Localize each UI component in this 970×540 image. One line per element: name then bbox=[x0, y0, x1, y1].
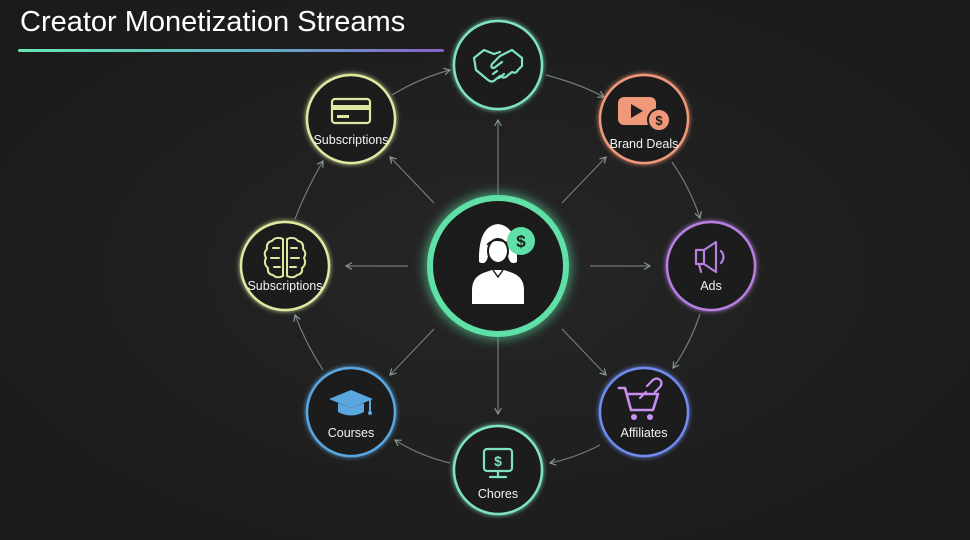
node-chores[interactable]: $ Chores bbox=[452, 424, 544, 516]
node-brand-deals-label: Brand Deals bbox=[610, 137, 679, 151]
node-ads-label: Ads bbox=[700, 279, 722, 293]
node-ads[interactable]: Ads bbox=[665, 220, 757, 312]
svg-text:$: $ bbox=[494, 453, 502, 469]
node-handshake[interactable] bbox=[452, 19, 544, 111]
ring-arrow-3 bbox=[672, 313, 701, 369]
node-subscriptions-card[interactable]: Subscriptions bbox=[305, 73, 397, 165]
svg-text:$: $ bbox=[516, 232, 526, 251]
spoke-bottom-left bbox=[389, 328, 435, 376]
ring-arrow-7 bbox=[294, 159, 324, 220]
graduation-cap-icon bbox=[329, 390, 373, 416]
title-underline bbox=[18, 49, 444, 52]
node-chores-label: Chores bbox=[478, 487, 518, 501]
node-subscriptions-card-label: Subscriptions bbox=[313, 133, 388, 147]
spoke-top-left bbox=[389, 156, 435, 204]
center-hub[interactable]: $ bbox=[427, 195, 569, 337]
ring-arrow-8 bbox=[391, 67, 452, 96]
ring-arrow-4 bbox=[548, 444, 601, 466]
ring-arrow-1 bbox=[545, 74, 606, 98]
ring-arrow-5 bbox=[394, 439, 451, 464]
ring-arrow-2 bbox=[671, 161, 702, 220]
creator-icon bbox=[472, 224, 524, 304]
credit-card-icon bbox=[330, 97, 372, 125]
ring-arrows bbox=[293, 67, 702, 466]
spoke-top-right bbox=[561, 156, 607, 204]
node-courses-label: Courses bbox=[328, 426, 375, 440]
brain-icon bbox=[263, 236, 307, 279]
node-affiliates[interactable]: Affiliates bbox=[598, 366, 690, 458]
video-dollar-icon: $ bbox=[618, 97, 671, 132]
spoke-bottom-right bbox=[561, 328, 607, 376]
page-title: Creator Monetization Streams bbox=[20, 6, 406, 38]
svg-text:$: $ bbox=[655, 113, 663, 128]
node-brand-deals[interactable]: $ Brand Deals bbox=[598, 73, 690, 165]
monitor-dollar-icon: $ bbox=[482, 447, 514, 479]
node-affiliates-label: Affiliates bbox=[620, 426, 667, 440]
node-subscriptions-brain-label: Subscriptions bbox=[247, 279, 322, 293]
node-courses[interactable]: Courses bbox=[305, 366, 397, 458]
ring-arrow-6 bbox=[293, 313, 324, 371]
spokes bbox=[344, 118, 652, 416]
megaphone-icon bbox=[694, 240, 725, 274]
shopping-cart-link-icon bbox=[617, 377, 663, 420]
node-subscriptions-brain[interactable]: Subscriptions bbox=[239, 220, 331, 312]
dollar-badge-icon: $ bbox=[507, 227, 535, 255]
handshake-icon bbox=[472, 48, 524, 83]
